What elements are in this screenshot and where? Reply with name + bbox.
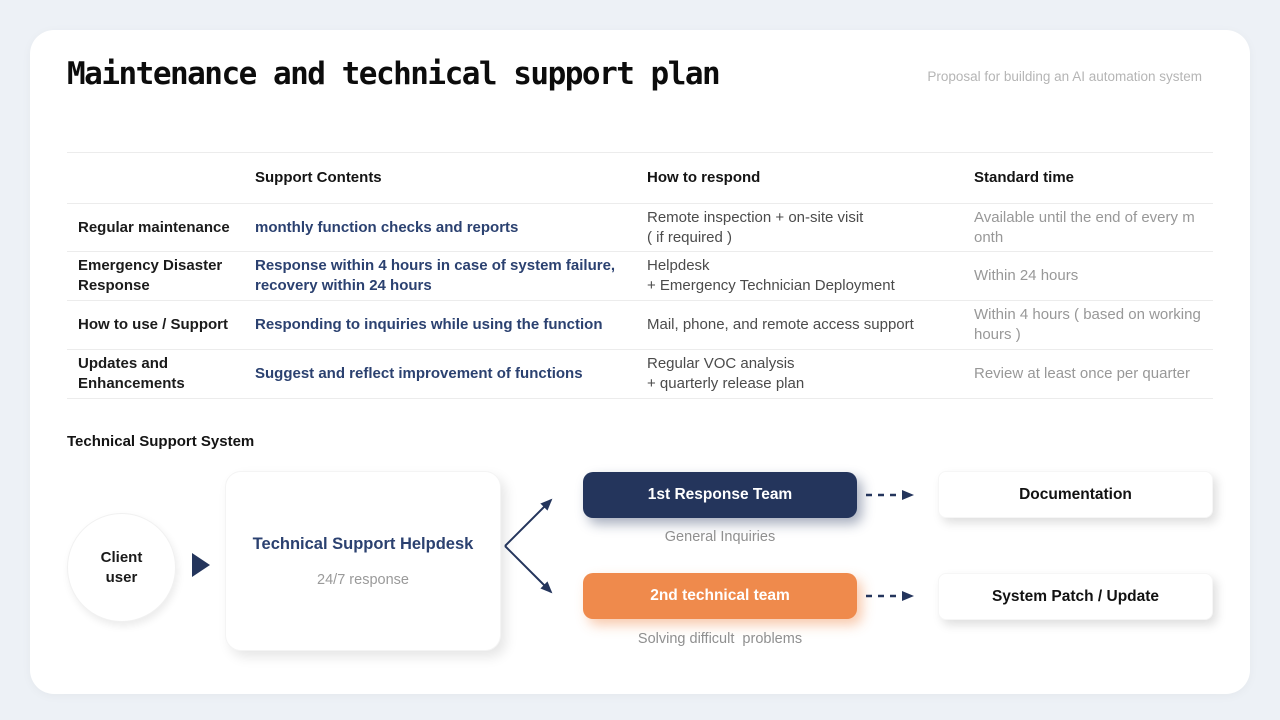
header-support-contents: Support Contents: [255, 169, 382, 186]
header-standard-time: Standard time: [974, 169, 1075, 186]
row-respond: Remote inspection + on-site visit ( if r…: [647, 208, 864, 246]
row-contents: Response within 4 hours in case of syste…: [255, 257, 616, 294]
system-patch-node: System Patch / Update: [938, 573, 1213, 620]
documentation-node: Documentation: [938, 471, 1213, 518]
row-time: Within 24 hours: [974, 267, 1079, 284]
row-contents: Responding to inquiries while using the …: [255, 316, 603, 333]
row-respond: Regular VOC analysis + quarterly release…: [647, 355, 805, 392]
arrow-right-icon: [192, 553, 210, 577]
row-time: Available until the end of every month: [974, 208, 1195, 246]
row-contents: monthly function checks and reports: [255, 218, 519, 236]
page-title: Maintenance and technical support plan: [67, 56, 721, 92]
row-time: Within 4 hours ( based on working hours …: [974, 306, 1201, 343]
table-row: Regular maintenance monthly function che…: [67, 204, 1213, 252]
second-team-caption: Solving difficult problems: [637, 631, 803, 647]
client-user-node: Client user: [67, 513, 176, 622]
row-time: Review at least once per quarter: [974, 365, 1190, 382]
first-team-caption: General Inquiries: [664, 529, 776, 545]
table-row: Updates and Enhancements Suggest and ref…: [67, 350, 1213, 399]
row-contents: Suggest and reflect improvement of funct…: [255, 365, 583, 382]
table-row: Emergency Disaster Response Response wit…: [67, 252, 1213, 301]
row-label: How to use / Support: [78, 316, 228, 333]
row-respond: Helpdesk + Emergency Technician Deployme…: [647, 257, 895, 294]
helpdesk-node: Technical Support Helpdesk 24/7 response: [225, 471, 501, 651]
header-how-to-respond: How to respond: [647, 169, 761, 186]
second-technical-team-node: 2nd technical team: [583, 573, 857, 619]
row-label: Updates and Enhancements: [78, 355, 185, 392]
diagram-heading: Technical Support System: [67, 433, 255, 450]
table-row: How to use / Support Responding to inqui…: [67, 301, 1213, 350]
helpdesk-title: Technical Support Helpdesk: [252, 534, 474, 553]
table-header-row: Support Contents How to respond Standard…: [67, 152, 1213, 204]
row-respond: Mail, phone, and remote access support: [647, 316, 914, 333]
support-plan-table: Support Contents How to respond Standard…: [67, 152, 1213, 399]
page-subtitle: Proposal for building an AI automation s…: [927, 69, 1202, 84]
row-label: Emergency Disaster Response: [78, 257, 223, 294]
helpdesk-subtitle: 24/7 response: [317, 571, 409, 588]
header-empty: [67, 153, 255, 203]
first-response-team-node: 1st Response Team: [583, 472, 857, 518]
row-label: Regular maintenance: [78, 218, 230, 236]
